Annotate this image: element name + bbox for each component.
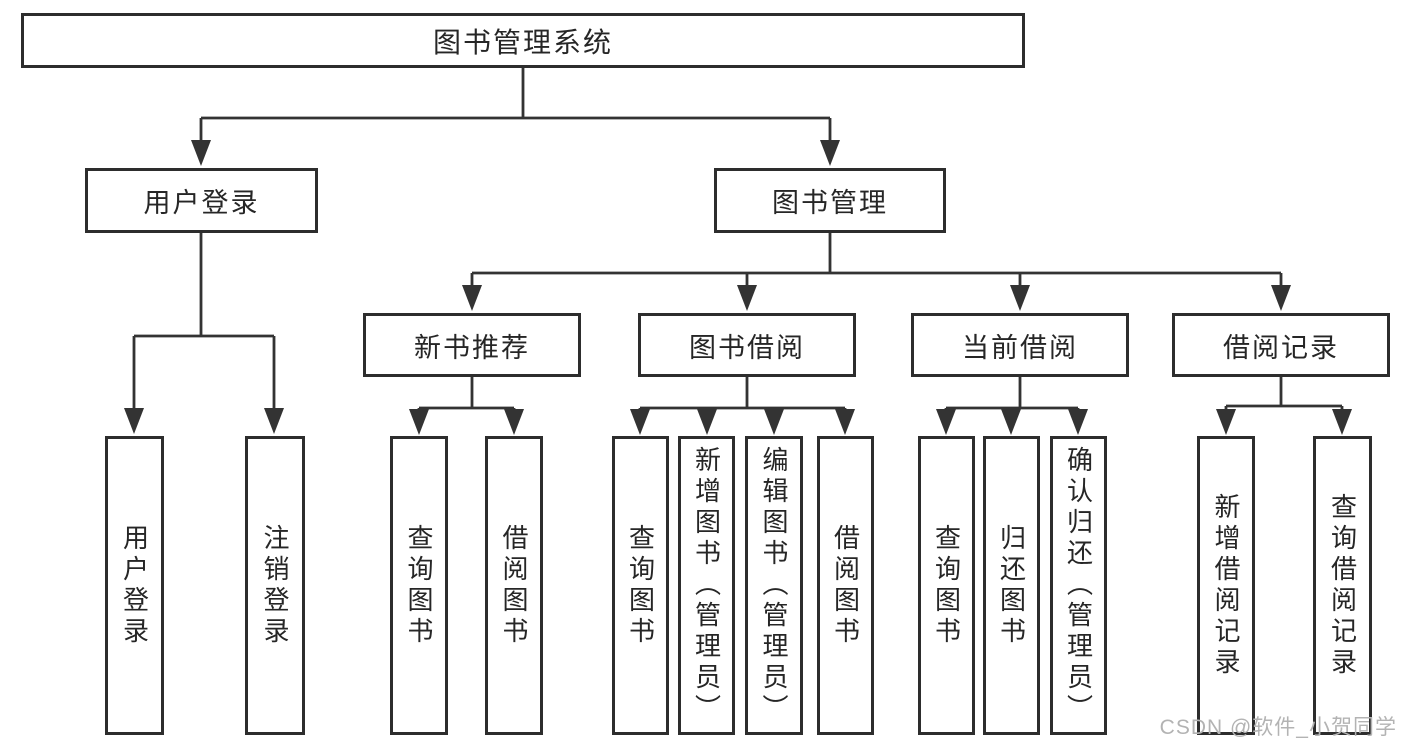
edge-records-to-leaves	[1224, 377, 1344, 414]
node-book-borrowing: 图书借阅	[638, 313, 856, 377]
leaf-return-books: 归还图书	[983, 436, 1040, 735]
leaf-search-books-current: 查询图书	[918, 436, 975, 735]
node-label: 查询借阅记录	[1327, 492, 1358, 679]
node-label: 借阅图书	[499, 523, 529, 648]
csdn-watermark: CSDN @软件_小贺同学	[1159, 716, 1397, 739]
node-label: 查询图书	[625, 523, 656, 648]
node-label: 借阅图书	[830, 523, 861, 648]
leaf-borrow-books: 借阅图书	[817, 436, 874, 735]
node-label: 图书借阅	[689, 332, 805, 363]
node-library-management-system: 图书管理系统	[21, 13, 1025, 68]
arrowheads	[124, 140, 1352, 435]
node-current-borrowing: 当前借阅	[911, 313, 1129, 377]
node-new-book-recommendation: 新书推荐	[363, 313, 581, 377]
node-label: 借阅记录	[1223, 332, 1339, 363]
node-user-login: 用户登录	[85, 168, 318, 233]
leaf-user-login: 用户登录	[105, 436, 164, 735]
node-label: 确认归还（管理员）	[1063, 446, 1094, 725]
node-label: 查询图书	[404, 523, 434, 648]
edge-new-book-to-leaves	[417, 377, 516, 414]
edge-root-to-level2	[199, 68, 832, 146]
node-borrowing-records: 借阅记录	[1172, 313, 1390, 377]
node-label: 当前借阅	[962, 332, 1078, 363]
leaf-borrow-books-recommend: 借阅图书	[485, 436, 543, 735]
edge-user-login-to-leaves	[132, 233, 276, 412]
node-label: 注销登录	[260, 523, 290, 648]
node-label: 用户登录	[143, 188, 260, 218]
node-label: 查询图书	[931, 523, 962, 648]
node-label: 新增借阅记录	[1211, 492, 1241, 679]
node-label: 图书管理系统	[432, 26, 613, 58]
leaf-confirm-return-admin: 确认归还（管理员）	[1050, 436, 1107, 735]
node-label: 新增图书（管理员）	[691, 446, 722, 725]
leaf-search-borrow-record: 查询借阅记录	[1313, 436, 1372, 735]
node-label: 新书推荐	[414, 332, 530, 363]
edge-current-borrow-to-leaves	[944, 377, 1080, 414]
leaf-add-book-admin: 新增图书（管理员）	[678, 436, 735, 735]
node-book-management: 图书管理	[714, 168, 946, 233]
node-label: 图书管理	[772, 188, 888, 218]
node-label: 用户登录	[119, 523, 150, 648]
leaf-edit-book-admin: 编辑图书（管理员）	[745, 436, 803, 735]
leaf-logout: 注销登录	[245, 436, 305, 735]
edge-book-mgmt-to-level3	[470, 233, 1283, 290]
node-label: 归还图书	[996, 523, 1027, 648]
edge-book-borrow-to-leaves	[638, 377, 847, 414]
edge-lines	[132, 68, 1344, 414]
leaf-search-books-borrowing: 查询图书	[612, 436, 669, 735]
leaf-add-borrow-record: 新增借阅记录	[1197, 436, 1255, 735]
node-label: 编辑图书（管理员）	[759, 446, 789, 725]
leaf-search-books-recommend: 查询图书	[390, 436, 448, 735]
